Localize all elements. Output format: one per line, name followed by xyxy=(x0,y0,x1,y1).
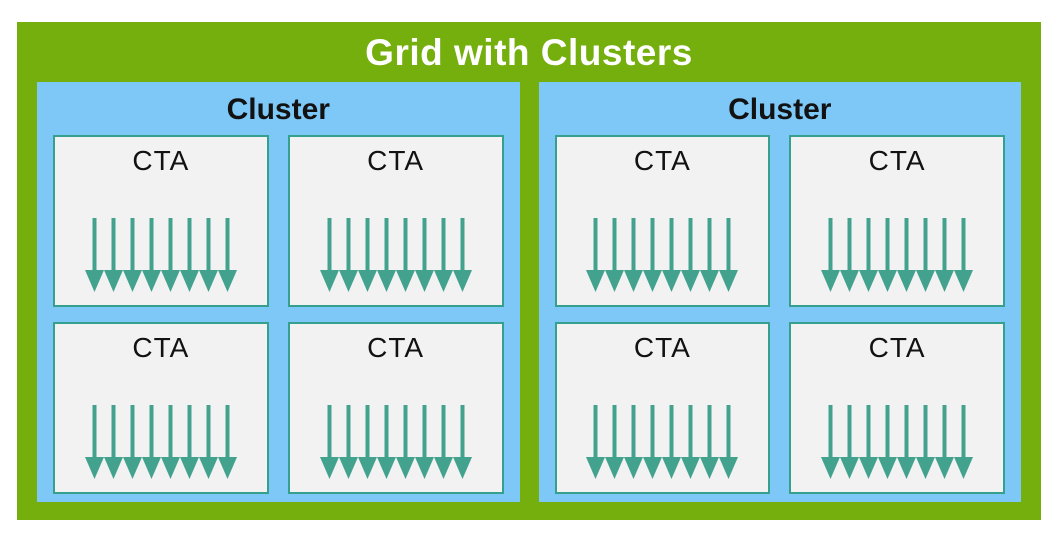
cta-box: CTA xyxy=(789,135,1005,307)
cta-label: CTA xyxy=(132,145,190,176)
thread-arrow-icon xyxy=(643,405,663,479)
cta-label: CTA xyxy=(868,145,926,176)
thread-arrow-icon xyxy=(954,218,974,292)
thread-arrow-icon xyxy=(433,218,453,292)
thread-arrow-icon xyxy=(395,405,415,479)
thread-arrow-icon xyxy=(141,405,161,479)
thread-arrow-icon xyxy=(624,218,644,292)
thread-arrow-icon xyxy=(878,405,898,479)
thread-arrows xyxy=(319,218,472,292)
thread-arrow-icon xyxy=(319,405,339,479)
thread-arrow-icon xyxy=(160,218,180,292)
thread-arrows xyxy=(586,218,739,292)
thread-arrow-icon xyxy=(338,405,358,479)
thread-arrow-icon xyxy=(357,405,377,479)
clusters-row: Cluster CTA CTA CTA CTA Cluster CTA CTA … xyxy=(17,82,1041,502)
grid-title: Grid with Clusters xyxy=(365,32,693,73)
thread-arrow-icon xyxy=(586,405,606,479)
thread-arrow-icon xyxy=(662,218,682,292)
cluster-label: Cluster xyxy=(226,93,330,126)
cta-label: CTA xyxy=(367,145,425,176)
thread-arrow-icon xyxy=(338,218,358,292)
cta-box: CTA xyxy=(789,322,1005,494)
thread-arrow-icon xyxy=(357,218,377,292)
thread-arrow-icon xyxy=(122,405,142,479)
thread-arrow-icon xyxy=(84,218,104,292)
cluster-label: Cluster xyxy=(728,93,832,126)
thread-arrow-icon xyxy=(821,218,841,292)
thread-arrow-icon xyxy=(643,218,663,292)
thread-arrow-icon xyxy=(217,405,237,479)
thread-arrow-icon xyxy=(719,218,739,292)
thread-arrow-icon xyxy=(586,218,606,292)
thread-arrow-icon xyxy=(103,218,123,292)
thread-arrow-icon xyxy=(897,405,917,479)
thread-arrow-icon xyxy=(897,218,917,292)
cta-label: CTA xyxy=(367,332,425,363)
cta-box: CTA xyxy=(287,322,504,494)
thread-arrow-icon xyxy=(179,405,199,479)
cta-box: CTA xyxy=(554,135,771,307)
thread-arrow-icon xyxy=(414,405,434,479)
cta-grid: CTA CTA CTA CTA xyxy=(37,135,520,502)
thread-arrow-icon xyxy=(662,405,682,479)
cta-label: CTA xyxy=(868,332,926,363)
thread-arrow-icon xyxy=(840,218,860,292)
thread-arrow-icon xyxy=(452,405,472,479)
cta-label: CTA xyxy=(132,332,190,363)
thread-arrow-icon xyxy=(84,405,104,479)
thread-arrow-icon xyxy=(681,218,701,292)
thread-arrow-icon xyxy=(916,218,936,292)
thread-arrows xyxy=(586,405,739,479)
thread-arrow-icon xyxy=(160,405,180,479)
cta-label: CTA xyxy=(633,145,691,176)
thread-arrows xyxy=(84,405,237,479)
cta-label: CTA xyxy=(633,332,691,363)
thread-arrow-icon xyxy=(719,405,739,479)
thread-arrow-icon xyxy=(700,218,720,292)
cta-box: CTA xyxy=(554,322,771,494)
thread-arrows xyxy=(319,405,472,479)
cluster-box: Cluster CTA CTA CTA CTA xyxy=(37,82,520,502)
thread-arrow-icon xyxy=(954,405,974,479)
thread-arrow-icon xyxy=(605,218,625,292)
thread-arrow-icon xyxy=(840,405,860,479)
thread-arrow-icon xyxy=(376,218,396,292)
thread-arrow-icon xyxy=(319,218,339,292)
thread-arrow-icon xyxy=(198,218,218,292)
thread-arrows xyxy=(84,218,237,292)
thread-arrow-icon xyxy=(433,405,453,479)
thread-arrow-icon xyxy=(395,218,415,292)
cta-grid: CTA CTA CTA CTA xyxy=(539,135,1022,502)
thread-arrow-icon xyxy=(916,405,936,479)
thread-arrow-icon xyxy=(700,405,720,479)
thread-arrow-icon xyxy=(859,218,879,292)
thread-arrows xyxy=(821,218,974,292)
thread-arrow-icon xyxy=(122,218,142,292)
thread-arrow-icon xyxy=(878,218,898,292)
thread-arrow-icon xyxy=(141,218,161,292)
cta-box: CTA xyxy=(53,135,269,307)
thread-arrow-icon xyxy=(935,218,955,292)
thread-arrow-icon xyxy=(179,218,199,292)
thread-arrow-icon xyxy=(681,405,701,479)
thread-arrow-icon xyxy=(821,405,841,479)
cluster-box: Cluster CTA CTA CTA CTA xyxy=(538,82,1022,502)
thread-arrows xyxy=(821,405,974,479)
thread-arrow-icon xyxy=(414,218,434,292)
thread-arrow-icon xyxy=(198,405,218,479)
thread-arrow-icon xyxy=(859,405,879,479)
thread-arrow-icon xyxy=(217,218,237,292)
thread-arrow-icon xyxy=(624,405,644,479)
thread-arrow-icon xyxy=(935,405,955,479)
cta-box: CTA xyxy=(53,322,269,494)
thread-arrow-icon xyxy=(103,405,123,479)
thread-arrow-icon xyxy=(376,405,396,479)
thread-arrow-icon xyxy=(452,218,472,292)
cta-box: CTA xyxy=(287,135,504,307)
grid-container: Grid with Clusters Cluster CTA CTA CTA C… xyxy=(17,22,1041,520)
thread-arrow-icon xyxy=(605,405,625,479)
